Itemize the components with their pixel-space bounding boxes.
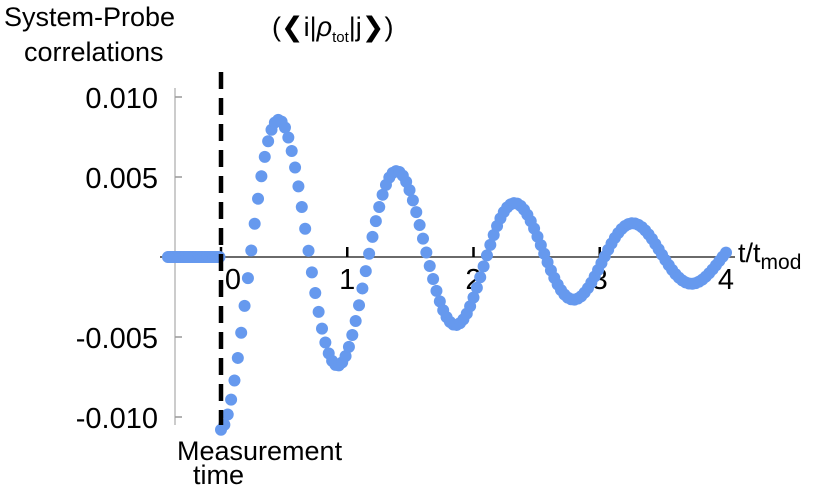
x-tick-label: 4 bbox=[718, 264, 734, 296]
data-point bbox=[410, 206, 423, 219]
data-point bbox=[376, 188, 389, 201]
data-point bbox=[413, 219, 426, 232]
data-point bbox=[302, 244, 315, 257]
data-point bbox=[406, 194, 419, 207]
data-point bbox=[366, 230, 379, 243]
data-point bbox=[356, 282, 369, 295]
data-point bbox=[359, 265, 372, 278]
data-point bbox=[295, 201, 308, 214]
title-bra: ❮i| bbox=[281, 12, 317, 43]
measurement-label-line-2: time bbox=[193, 460, 244, 490]
data-point bbox=[484, 238, 497, 251]
data-point bbox=[346, 328, 359, 341]
data-point bbox=[319, 336, 332, 349]
data-point bbox=[477, 260, 490, 273]
data-point bbox=[417, 232, 429, 245]
data-point bbox=[225, 393, 238, 406]
data-point bbox=[241, 272, 254, 285]
data-point bbox=[427, 272, 440, 285]
data-point bbox=[353, 299, 366, 312]
data-point bbox=[339, 350, 352, 363]
data-point bbox=[289, 161, 302, 174]
data-point bbox=[480, 249, 493, 262]
data-point bbox=[252, 192, 265, 205]
title-open-paren: ( bbox=[272, 12, 281, 42]
y-tick-label: -0.005 bbox=[76, 323, 158, 355]
data-point bbox=[285, 144, 298, 157]
x-tick-label: 0 bbox=[225, 264, 241, 296]
data-point bbox=[312, 305, 325, 318]
y-ticks: 0.010 0.005 -0.005 -0.010 bbox=[76, 83, 182, 435]
x-tick-label: 1 bbox=[339, 264, 355, 296]
title-close-paren: ) bbox=[384, 12, 393, 42]
data-point bbox=[470, 281, 483, 294]
data-point bbox=[228, 374, 241, 387]
x-axis-label-main: t/t bbox=[738, 238, 761, 268]
data-point bbox=[316, 322, 328, 335]
data-point bbox=[258, 150, 271, 163]
data-point bbox=[278, 121, 291, 134]
measurement-label-line-1: Measurement bbox=[177, 436, 343, 466]
title-rho: ρ bbox=[316, 12, 332, 42]
y-axis-label-line-2: correlations bbox=[24, 37, 164, 67]
data-point bbox=[420, 246, 433, 259]
data-point bbox=[342, 340, 355, 353]
data-point bbox=[363, 247, 376, 260]
data-point bbox=[238, 299, 251, 312]
x-axis-label: t/tmod bbox=[738, 238, 801, 274]
title-ket: |j❯ bbox=[349, 12, 385, 43]
y-tick-label: 0.005 bbox=[85, 163, 158, 195]
data-point bbox=[248, 217, 261, 230]
data-point bbox=[309, 287, 322, 299]
data-point bbox=[423, 260, 436, 273]
data-point bbox=[305, 266, 318, 279]
data-point bbox=[299, 222, 312, 235]
data-point bbox=[262, 135, 275, 148]
data-point bbox=[430, 284, 443, 297]
data-point bbox=[235, 326, 248, 339]
data-point bbox=[231, 351, 244, 364]
data-point bbox=[255, 170, 268, 183]
data-point bbox=[474, 271, 487, 284]
y-axis-label-line-1: System-Probe bbox=[4, 2, 175, 32]
data-point bbox=[369, 215, 382, 228]
data-point bbox=[720, 246, 732, 259]
data-points bbox=[161, 113, 732, 436]
y-tick-label: -0.010 bbox=[76, 403, 158, 435]
title-rho-subscript: tot bbox=[332, 29, 350, 46]
chart-title: (❮i|ρtot|j❯) bbox=[272, 12, 393, 46]
data-point bbox=[349, 314, 362, 327]
y-tick-label: 0.010 bbox=[85, 83, 158, 115]
data-point bbox=[292, 180, 305, 193]
data-point bbox=[221, 408, 234, 421]
data-point bbox=[245, 244, 258, 257]
data-point bbox=[403, 184, 416, 197]
x-axis-label-subscript: mod bbox=[761, 251, 802, 274]
data-point bbox=[282, 131, 295, 144]
data-point bbox=[373, 201, 386, 213]
data-point bbox=[467, 291, 480, 304]
